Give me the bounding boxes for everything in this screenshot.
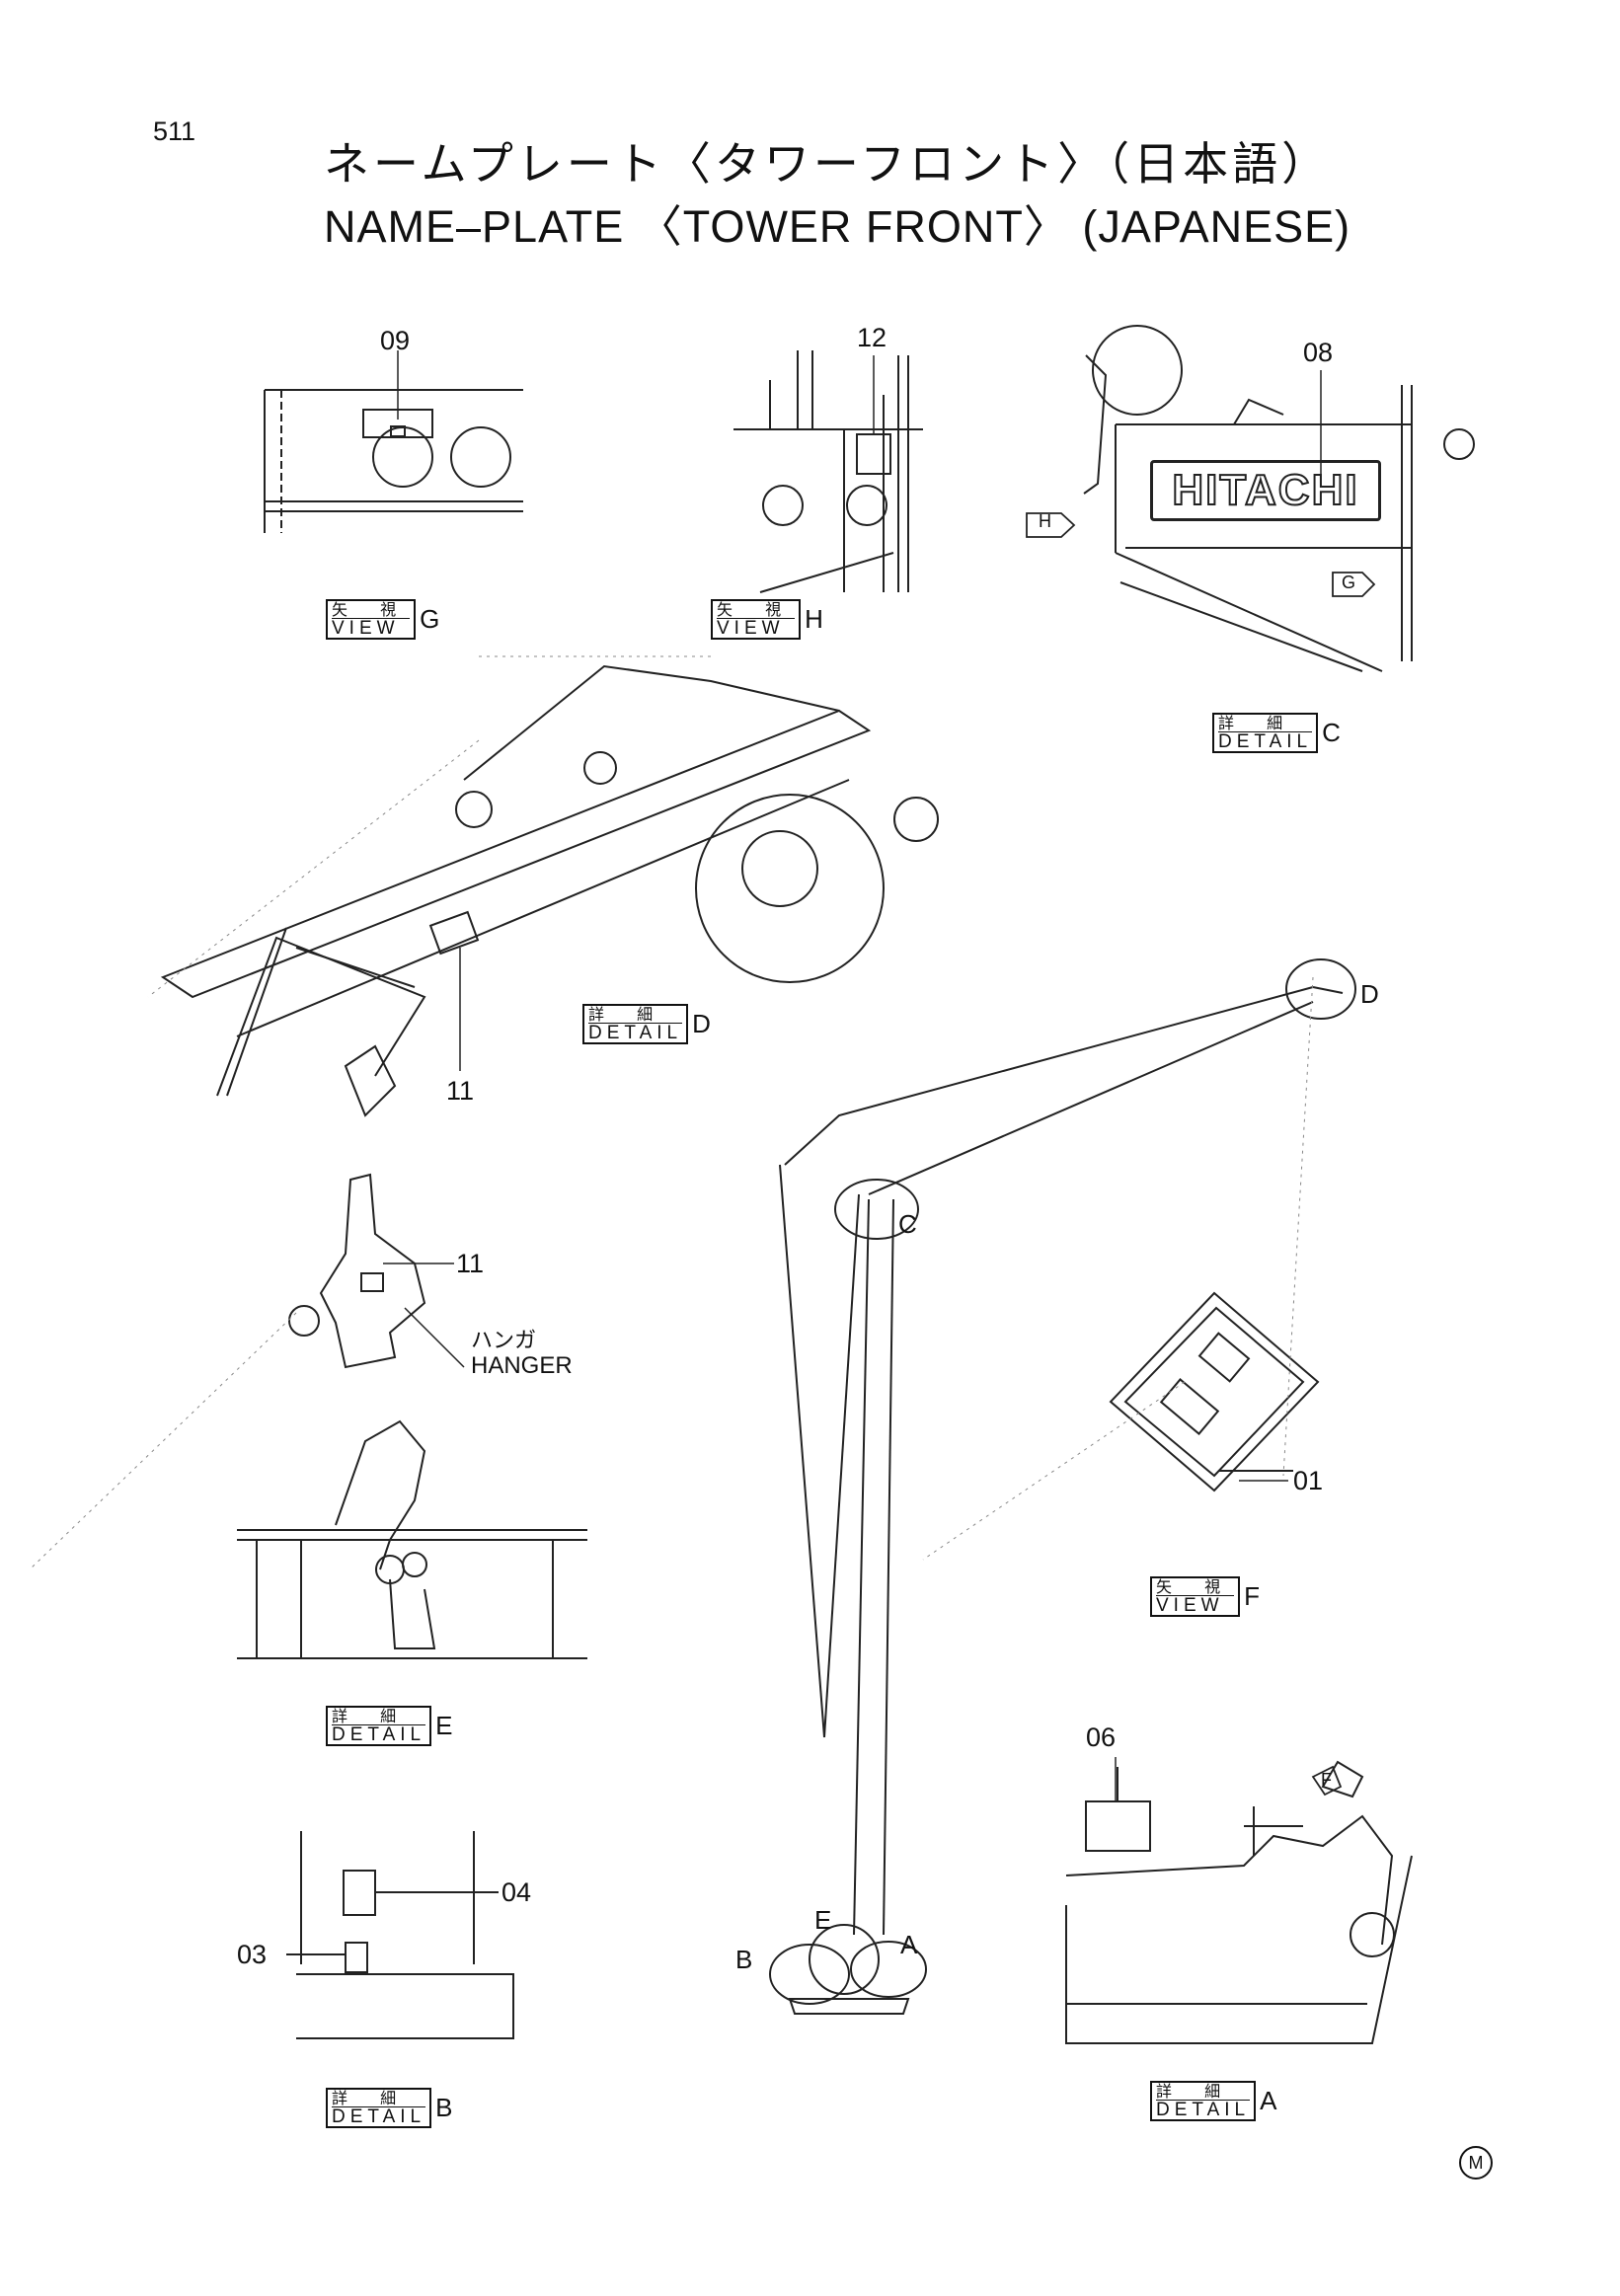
detail-b-label-suffix: B xyxy=(435,2093,453,2122)
reference-lines xyxy=(29,655,1314,1570)
view-f-label-suffix: F xyxy=(1244,1581,1260,1611)
callout-letter-b: B xyxy=(735,1945,753,1974)
detail-d-label-jp: 詳 細 xyxy=(588,1005,667,1024)
detail-c-label-suffix: C xyxy=(1322,718,1341,747)
view-f-drawing xyxy=(1109,1291,1320,1492)
detail-a-label-jp: 詳 細 xyxy=(1156,2082,1235,2101)
arrow-letter-f: F xyxy=(1321,1770,1332,1790)
detail-c-label-jp: 詳 細 xyxy=(1218,714,1297,732)
detail-a-drawing xyxy=(1065,1760,1413,2044)
hanger-label-en: HANGER xyxy=(471,1352,573,1379)
callout-letter-a: A xyxy=(900,1930,918,1959)
part-number-04: 04 xyxy=(501,1877,532,1907)
part-number-09: 09 xyxy=(380,326,411,355)
part-number-12: 12 xyxy=(857,323,887,352)
detail-d-drawing xyxy=(160,664,939,1117)
callout-letter-e: E xyxy=(814,1905,832,1935)
view-g-label-en: VIEW xyxy=(332,618,411,638)
view-h-label-jp: 矢 視 xyxy=(717,600,796,619)
detail-a-label-suffix: A xyxy=(1260,2086,1277,2115)
page-number: 511 xyxy=(153,116,196,146)
part-number-03: 03 xyxy=(237,1940,268,1969)
detail-e-label-en: DETAIL xyxy=(332,1724,426,1745)
detail-b-label-jp: 詳 細 xyxy=(332,2089,411,2107)
part-number-01: 01 xyxy=(1293,1466,1324,1495)
view-g-drawing xyxy=(264,389,523,533)
title-english: NAME–PLATE 〈TOWER FRONT〉 (JAPANESE) xyxy=(324,201,1351,252)
part-leaders xyxy=(383,350,1322,1801)
part-number-08: 08 xyxy=(1303,338,1334,367)
hitachi-nameplate: HITACHI xyxy=(1150,460,1381,521)
view-h-label-suffix: H xyxy=(805,604,823,634)
view-g-label-suffix: G xyxy=(420,604,440,634)
detail-c-label-en: DETAIL xyxy=(1218,731,1313,752)
hanger-label-jp: ハンガ xyxy=(471,1329,537,1353)
view-f-label-jp: 矢 視 xyxy=(1156,1577,1235,1596)
detail-d-label-suffix: D xyxy=(692,1009,711,1038)
title-japanese: ネームプレート〈タワーフロント〉（日本語） xyxy=(324,137,1332,191)
view-arrows xyxy=(1026,512,1376,1797)
view-g-label-jp: 矢 視 xyxy=(332,600,411,619)
detail-b-label-en: DETAIL xyxy=(332,2106,426,2127)
detail-d-label-en: DETAIL xyxy=(588,1023,683,1043)
detail-e-label-suffix: E xyxy=(435,1711,453,1740)
detail-b-drawing xyxy=(286,1831,514,2039)
footer-circled-mark: M xyxy=(1459,2146,1493,2180)
callout-letter-c: C xyxy=(898,1209,917,1239)
view-h-label-en: VIEW xyxy=(717,618,796,638)
view-h-drawing xyxy=(733,350,923,593)
detail-a-label-en: DETAIL xyxy=(1156,2100,1251,2120)
part-number-11-detail-d: 11 xyxy=(446,1076,475,1106)
arrow-letter-h: H xyxy=(1039,511,1051,531)
crane-drawing xyxy=(769,958,1356,2015)
part-number-11-detail-e: 11 xyxy=(456,1249,485,1278)
view-f-label-en: VIEW xyxy=(1156,1595,1235,1615)
part-number-06: 06 xyxy=(1086,1722,1117,1752)
callout-letter-d: D xyxy=(1360,979,1379,1009)
detail-c-drawing xyxy=(1083,325,1475,672)
detail-e-drawing xyxy=(237,1173,587,1659)
detail-e-label-jp: 詳 細 xyxy=(332,1707,411,1725)
brand-text: HITACHI xyxy=(1171,465,1359,515)
arrow-letter-g: G xyxy=(1342,573,1356,592)
